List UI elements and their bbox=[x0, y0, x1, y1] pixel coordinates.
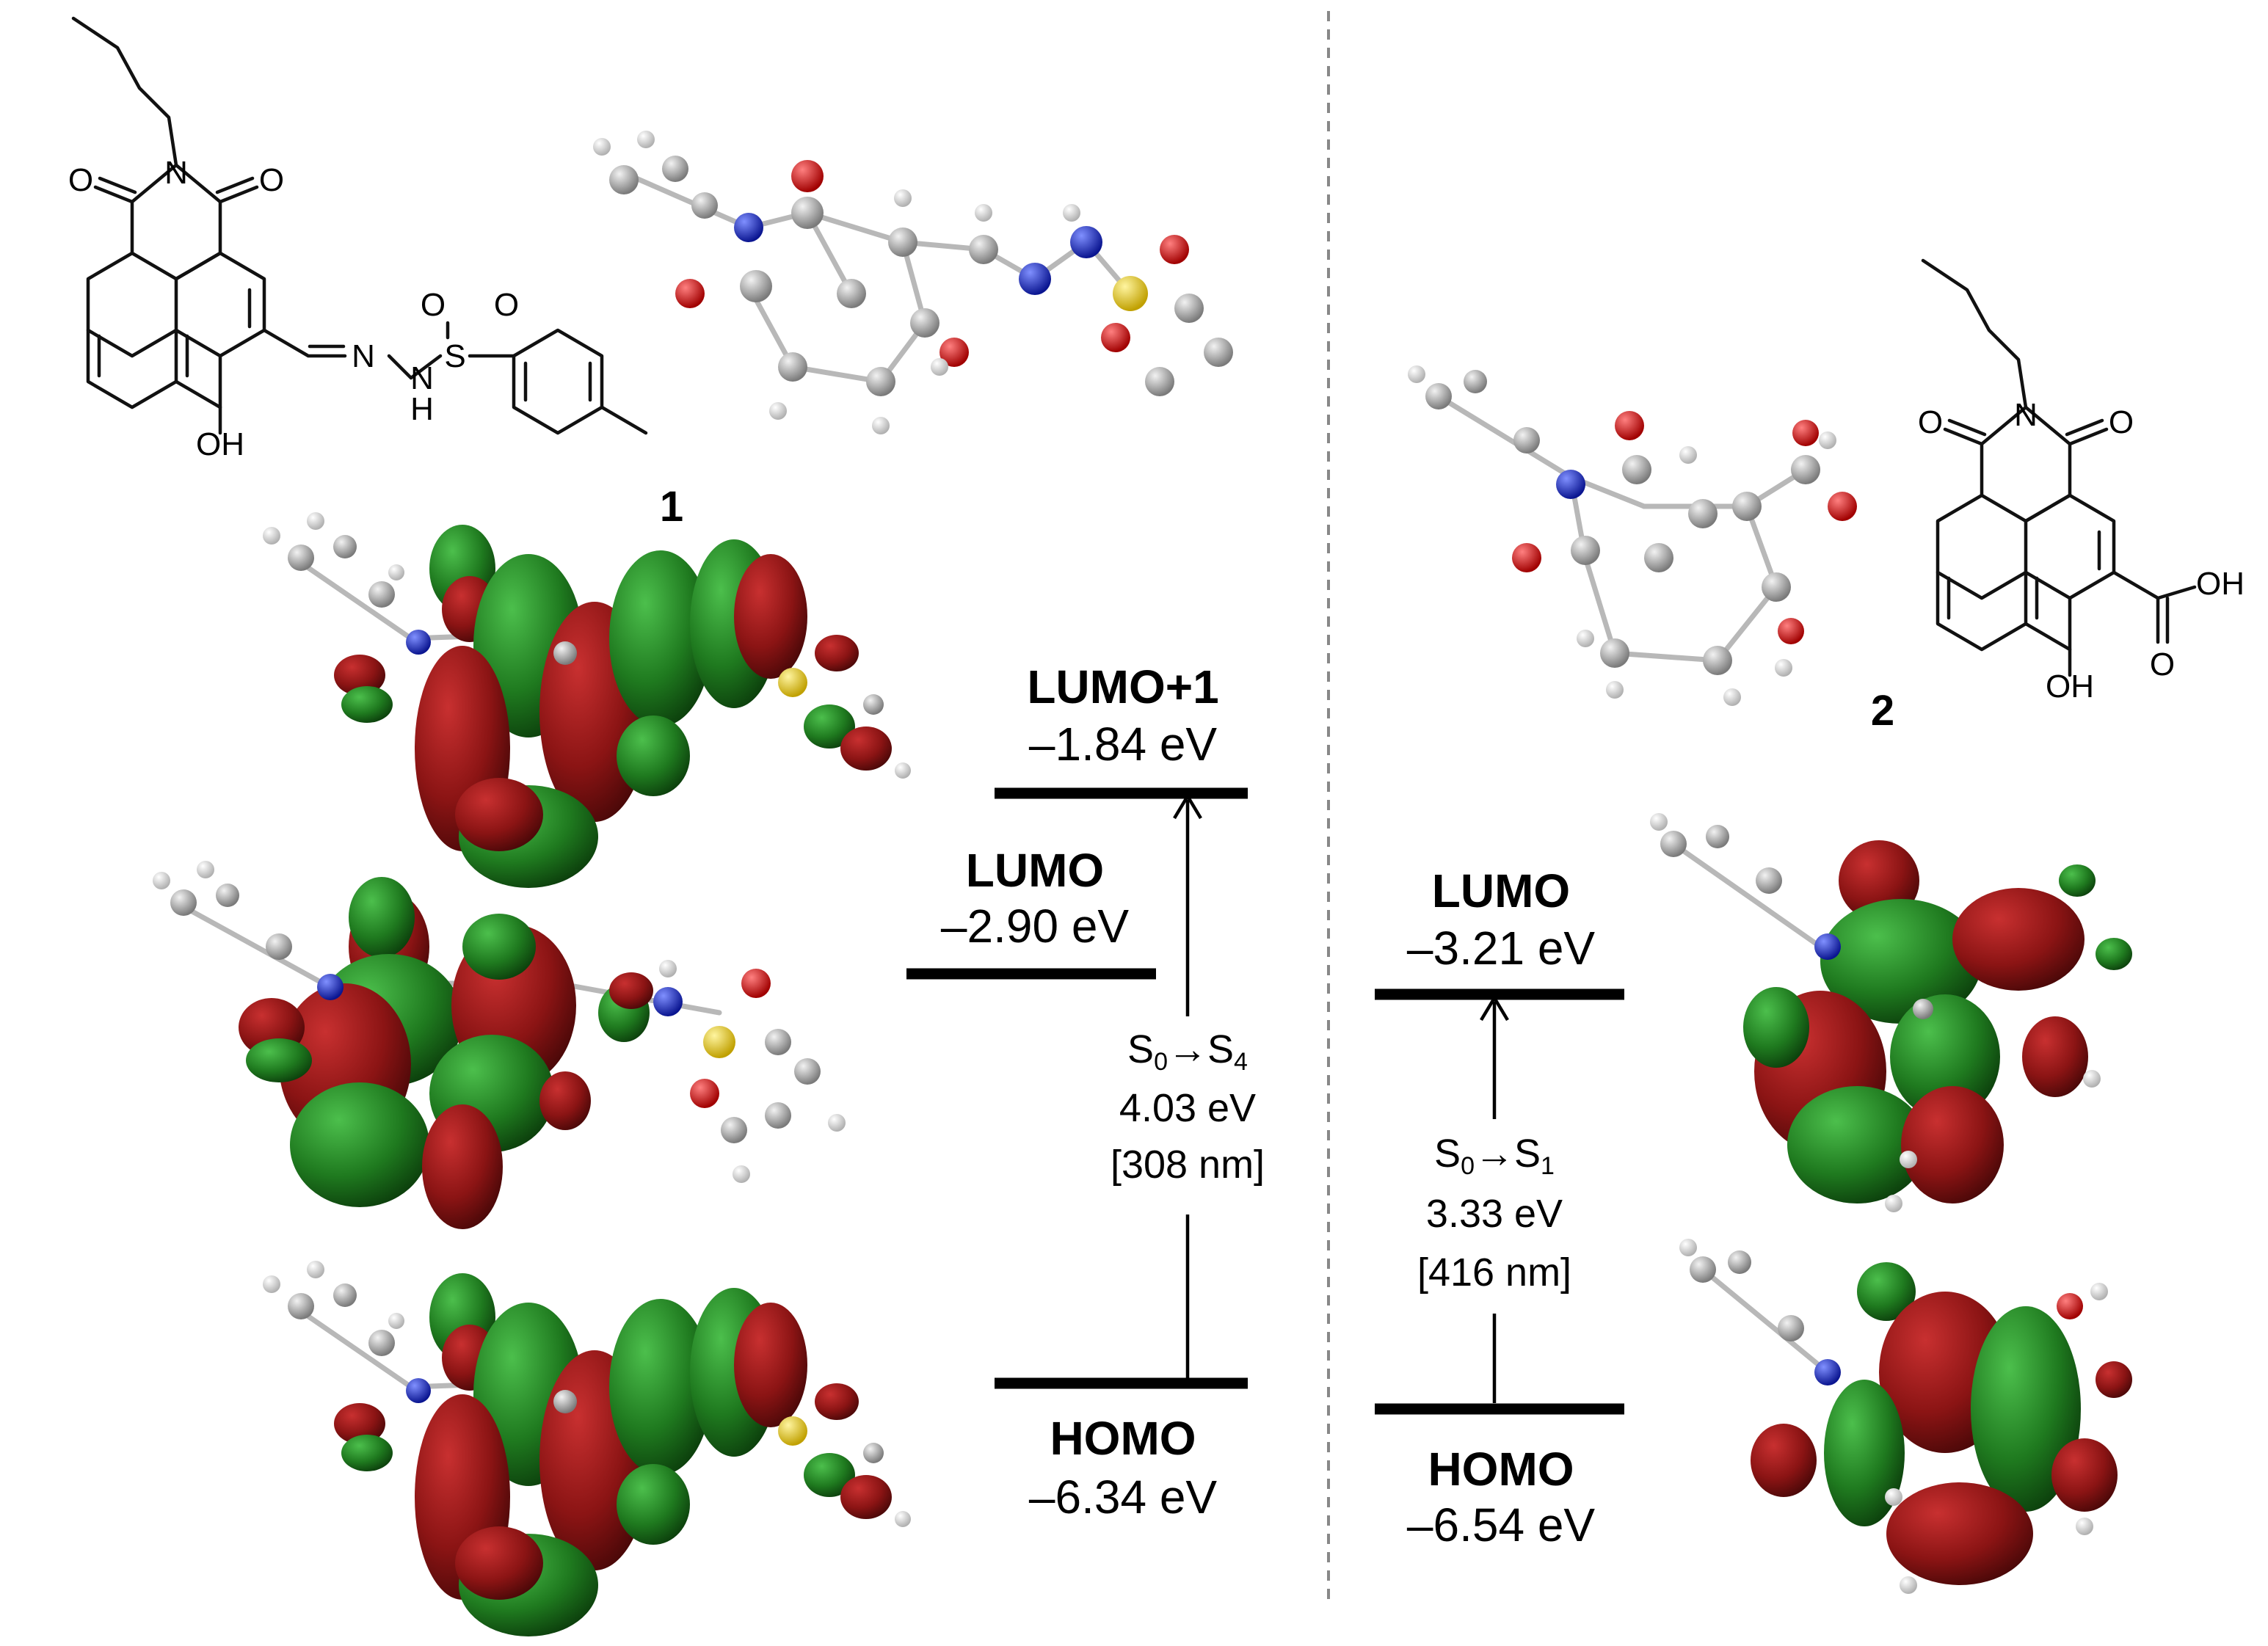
compound-2-acid-o-label: O bbox=[2150, 647, 2175, 682]
compound-1-lumo-orbital-plot bbox=[153, 861, 846, 1229]
compound-2-homo-name: HOMO bbox=[1428, 1443, 1574, 1496]
compound-2-transition-energy: 3.33 eV bbox=[1426, 1192, 1563, 1236]
compound-2-transition-states: S0→S1 bbox=[1434, 1132, 1555, 1180]
compound-1-imine-n-label: N bbox=[352, 338, 375, 374]
compound-2-transition-wavelength: [416 nm] bbox=[1417, 1250, 1571, 1294]
compound-1-carbonyl-o-left: O bbox=[68, 162, 93, 198]
compound-1-hydrazide-h-label: H bbox=[410, 391, 434, 427]
compound-1-homo-orbital-plot bbox=[263, 1261, 911, 1636]
compound-1-carbonyl-o-right: O bbox=[259, 162, 284, 198]
compound-2-transition-arrowhead bbox=[1480, 994, 1509, 1022]
compound-2-lumo-name: LUMO bbox=[1432, 864, 1570, 917]
compound-1-ball-and-stick-model bbox=[593, 131, 1233, 434]
compound-1-transition-arrowhead bbox=[1173, 793, 1202, 820]
compound-1-transition-energy: 4.03 eV bbox=[1119, 1086, 1256, 1130]
compound-2-carbonyl-o-left: O bbox=[1918, 404, 1943, 440]
compound-1-lumo-name: LUMO bbox=[966, 844, 1104, 897]
compound-2-carbonyl-o-right: O bbox=[2109, 404, 2134, 440]
compound-2-ball-and-stick-model bbox=[1408, 365, 1857, 706]
compound-2-label: 2 bbox=[1871, 687, 1894, 735]
compound-1-lumo-energy: –2.90 eV bbox=[941, 900, 1130, 953]
compound-1-sulfonyl-o2-label: O bbox=[494, 287, 519, 323]
compound-2-skeletal-structure: N O O OH OH O bbox=[1918, 258, 2245, 704]
compound-1-sulfur-label: S bbox=[444, 338, 465, 374]
compound-1-sulfonyl-o1-label: O bbox=[421, 287, 446, 323]
compound-1-label: 1 bbox=[660, 483, 683, 531]
compound-2-hydroxyl-label: OH bbox=[2046, 669, 2094, 704]
compound-1-hydrazide-n-label: N bbox=[410, 360, 434, 396]
compound-1-skeletal-structure: N O O OH N N H S O O bbox=[68, 16, 648, 462]
compound-1-hydroxyl-label: OH bbox=[196, 426, 244, 462]
compound-2-homo-energy: –6.54 eV bbox=[1407, 1498, 1596, 1551]
compound-1-lumo-plus-1-name: LUMO+1 bbox=[1027, 660, 1218, 713]
compound-1-transition-wavelength: [308 nm] bbox=[1111, 1143, 1265, 1187]
compound-2-homo-orbital-plot bbox=[1679, 1239, 2132, 1594]
compound-2-lumo-orbital-plot bbox=[1650, 813, 2132, 1212]
compound-2-lumo-energy: –3.21 eV bbox=[1407, 922, 1596, 975]
compound-2-imide-n-label: N bbox=[2014, 397, 2038, 433]
compound-1-lumo-plus-1-orbital-plot bbox=[263, 512, 911, 888]
compound-1-transition-states: S0→S4 bbox=[1127, 1027, 1248, 1076]
compound-1-imide-n-label: N bbox=[164, 155, 188, 191]
compound-1-homo-name: HOMO bbox=[1050, 1412, 1196, 1465]
compound-1-lumo-plus-1-energy: –1.84 eV bbox=[1029, 718, 1218, 771]
compound-1-homo-energy: –6.34 eV bbox=[1029, 1471, 1218, 1523]
compound-2-acid-oh-label: OH bbox=[2196, 566, 2245, 602]
